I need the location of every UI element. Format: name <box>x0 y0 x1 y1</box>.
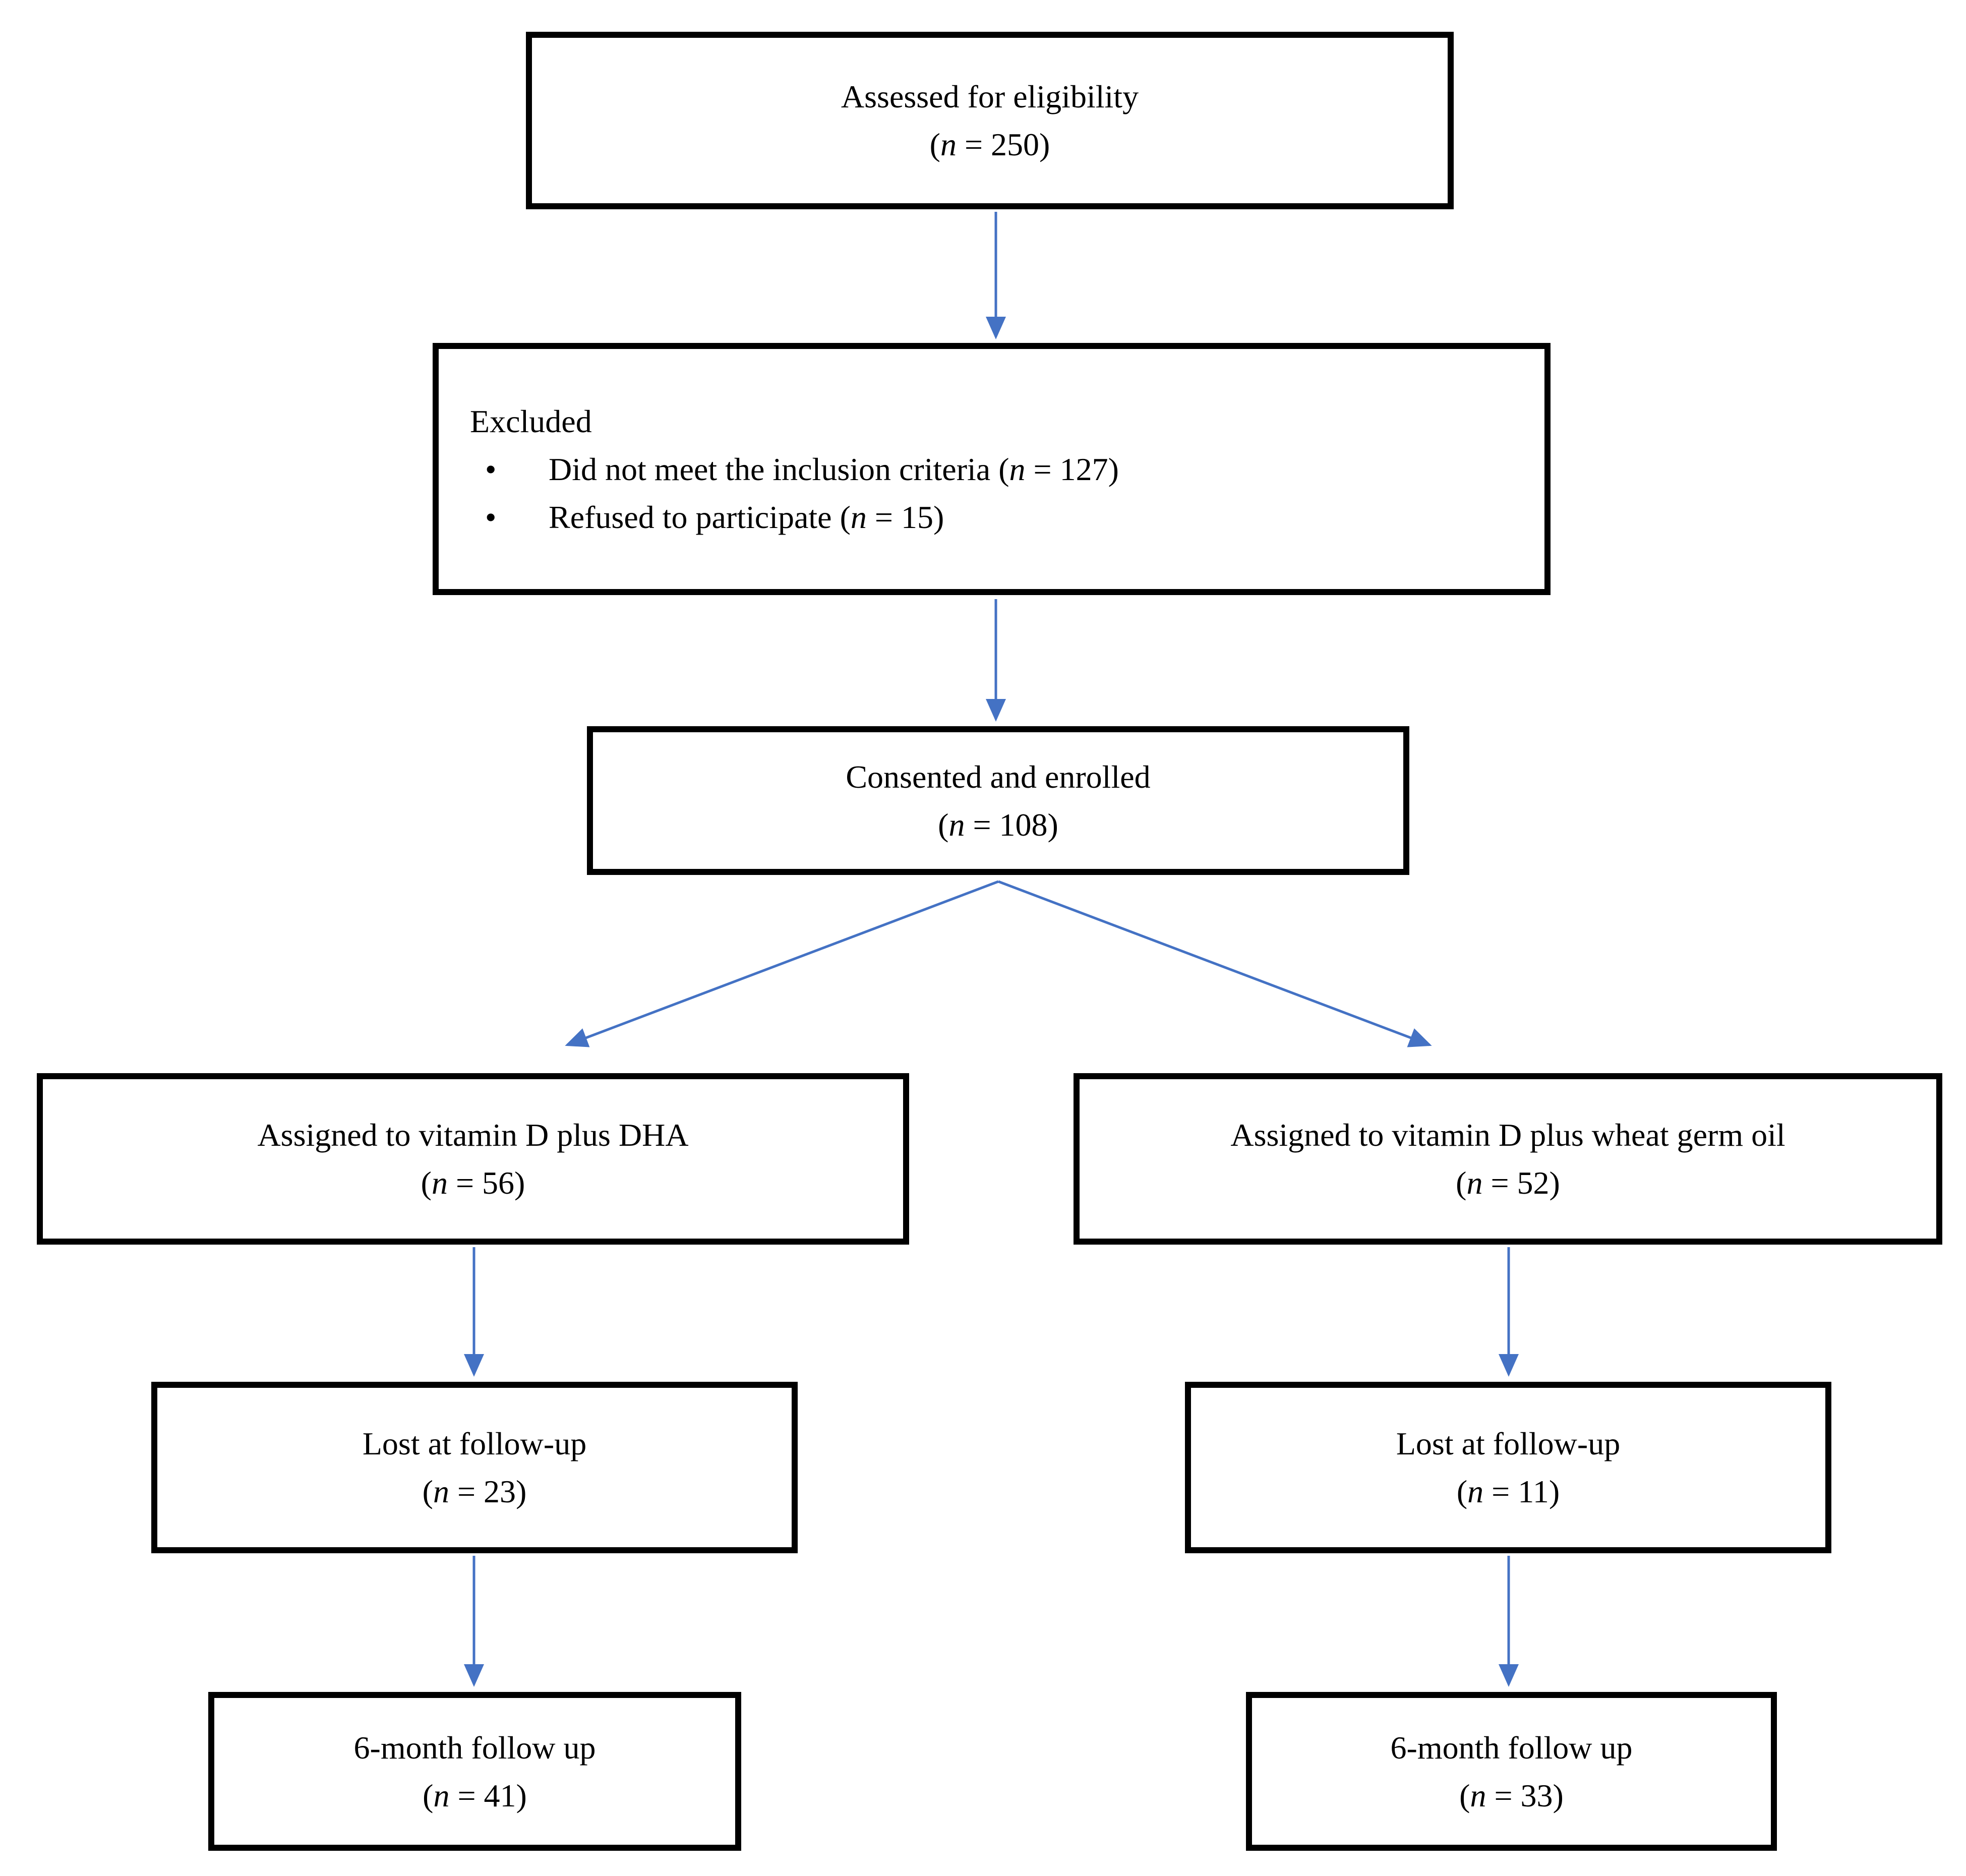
box-label: Consented and enrolled <box>846 758 1151 795</box>
count-value: = 56) <box>447 1165 525 1201</box>
item-pre: Refused to participate ( <box>549 499 851 535</box>
box-label: Assessed for eligibility <box>841 79 1139 114</box>
box-count: (n = 56) <box>421 1159 525 1207</box>
box-count: (n = 108) <box>938 801 1058 849</box>
box-label: 6-month follow up <box>1390 1729 1633 1766</box>
box-label: Lost at follow-up <box>362 1426 587 1461</box>
count-open: ( <box>422 1474 433 1509</box>
count-n-symbol: n <box>1467 1474 1484 1509</box>
box-consented-and-enrolled: Consented and enrolled (n = 108) <box>587 726 1409 875</box>
excluded-item-text: Did not meet the inclusion criteria (n =… <box>549 445 1119 493</box>
count-open: ( <box>938 806 949 843</box>
box-count: (n = 52) <box>1456 1159 1560 1207</box>
box-count: (n = 250) <box>930 121 1050 168</box>
box-lost-at-followup-dha: Lost at follow-up (n = 23) <box>151 1382 798 1553</box>
box-label: Assigned to vitamin D plus DHA <box>257 1117 689 1153</box>
arrow-consented-to-assigned-wgo <box>998 880 1432 1047</box>
count-n-symbol: n <box>1470 1777 1486 1813</box>
count-n-symbol: n <box>948 806 965 843</box>
box-count: (n = 41) <box>423 1772 527 1820</box>
box-label: 6-month follow up <box>353 1729 596 1766</box>
excluded-item: • Did not meet the inclusion criteria (n… <box>485 445 1544 493</box>
count-n-symbol: n <box>433 1474 449 1509</box>
count-value: = 52) <box>1482 1165 1560 1201</box>
count-value: = 108) <box>965 806 1058 843</box>
box-assessed-for-eligibility: Assessed for eligibility (n = 250) <box>526 32 1454 209</box>
count-n-symbol: n <box>431 1165 448 1201</box>
count-n-symbol: n <box>1009 451 1026 487</box>
excluded-item-text: Refused to participate (n = 15) <box>549 493 944 541</box>
excluded-item: • Refused to participate (n = 15) <box>485 493 1544 541</box>
arrow-consented-to-assigned-dha <box>565 880 999 1047</box>
count-value: = 41) <box>449 1777 527 1813</box>
item-post: = 15) <box>866 499 944 535</box>
box-count: (n = 23) <box>423 1468 527 1515</box>
box-count: (n = 33) <box>1459 1772 1564 1820</box>
box-label: Assigned to vitamin D plus wheat germ oi… <box>1230 1117 1785 1153</box>
count-n-symbol: n <box>1466 1165 1483 1201</box>
box-assigned-vitamin-d-dha: Assigned to vitamin D plus DHA (n = 56) <box>37 1073 909 1245</box>
count-open: ( <box>423 1777 434 1813</box>
count-value: = 23) <box>449 1474 527 1509</box>
count-open: ( <box>929 127 940 162</box>
count-open: ( <box>1456 1165 1467 1201</box>
item-post: = 127) <box>1025 451 1119 487</box>
box-count: (n = 11) <box>1457 1468 1560 1515</box>
box-6-month-followup-wgo: 6-month follow up (n = 33) <box>1246 1692 1777 1851</box>
bullet-icon: • <box>485 451 497 487</box>
box-label: Lost at follow-up <box>1396 1426 1621 1461</box>
count-open: ( <box>1456 1474 1468 1509</box>
count-open: ( <box>421 1165 432 1201</box>
count-value: = 11) <box>1483 1474 1560 1509</box>
box-6-month-followup-dha: 6-month follow up (n = 41) <box>208 1692 741 1851</box>
count-open: ( <box>1459 1777 1470 1813</box>
count-value: = 250) <box>956 127 1050 162</box>
count-value: = 33) <box>1486 1777 1564 1813</box>
box-assigned-vitamin-d-wheat-germ-oil: Assigned to vitamin D plus wheat germ oi… <box>1074 1073 1942 1245</box>
count-n-symbol: n <box>433 1777 450 1813</box>
excluded-title: Excluded <box>470 403 592 439</box>
bullet-icon: • <box>485 499 497 535</box>
count-n-symbol: n <box>940 127 957 162</box>
box-lost-at-followup-wgo: Lost at follow-up (n = 11) <box>1185 1382 1831 1553</box>
item-pre: Did not meet the inclusion criteria ( <box>549 451 1009 487</box>
box-excluded: Excluded • Did not meet the inclusion cr… <box>433 343 1551 595</box>
count-n-symbol: n <box>850 499 867 535</box>
